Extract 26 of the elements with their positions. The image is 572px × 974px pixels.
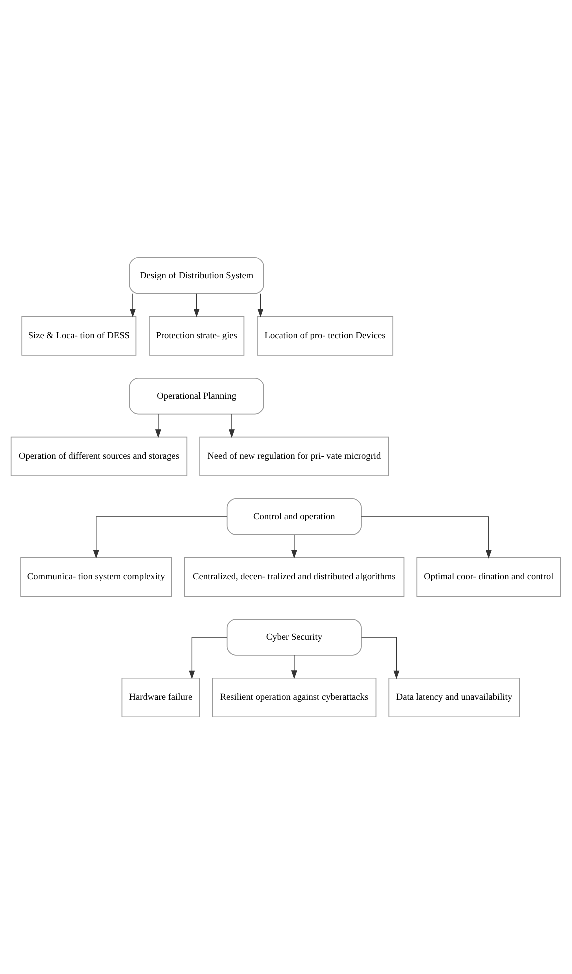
arrow	[155, 414, 162, 438]
arrow	[189, 636, 228, 679]
node-box: Resilient operation against cyberattacks	[212, 677, 377, 718]
arrow	[258, 293, 264, 318]
arrow	[361, 516, 492, 558]
arrow	[361, 636, 400, 679]
node-box: Cyber Security	[226, 618, 362, 656]
node-box: Need of new regulation for pri- vate microgrid	[200, 436, 390, 476]
node-box: Communica- tion system complexity	[20, 556, 172, 596]
node-box: Hardware failure	[122, 677, 200, 718]
arrow	[93, 516, 228, 558]
node-box: Centralized, decen- tralized and distributed algorithms	[184, 556, 405, 596]
arrow	[291, 654, 298, 679]
node-box: Operation of different sources and storages	[10, 436, 188, 476]
node-box: Design of Distribution System	[129, 256, 264, 294]
arrow	[228, 414, 236, 438]
node-box: Size & Loca- tion of DESS	[22, 316, 137, 356]
node-box: Control and operation	[226, 498, 362, 535]
arrow	[130, 293, 136, 318]
arrow	[291, 534, 298, 558]
node-box: Optimal coor- dination and control	[416, 556, 562, 596]
node-box: Operational Planning	[129, 378, 264, 414]
node-box: Location of pro- tection Devices	[257, 316, 394, 356]
node-box: Protection strate- gies	[149, 316, 245, 356]
arrow	[194, 293, 200, 318]
node-box: Data latency and unavailability	[388, 677, 520, 718]
